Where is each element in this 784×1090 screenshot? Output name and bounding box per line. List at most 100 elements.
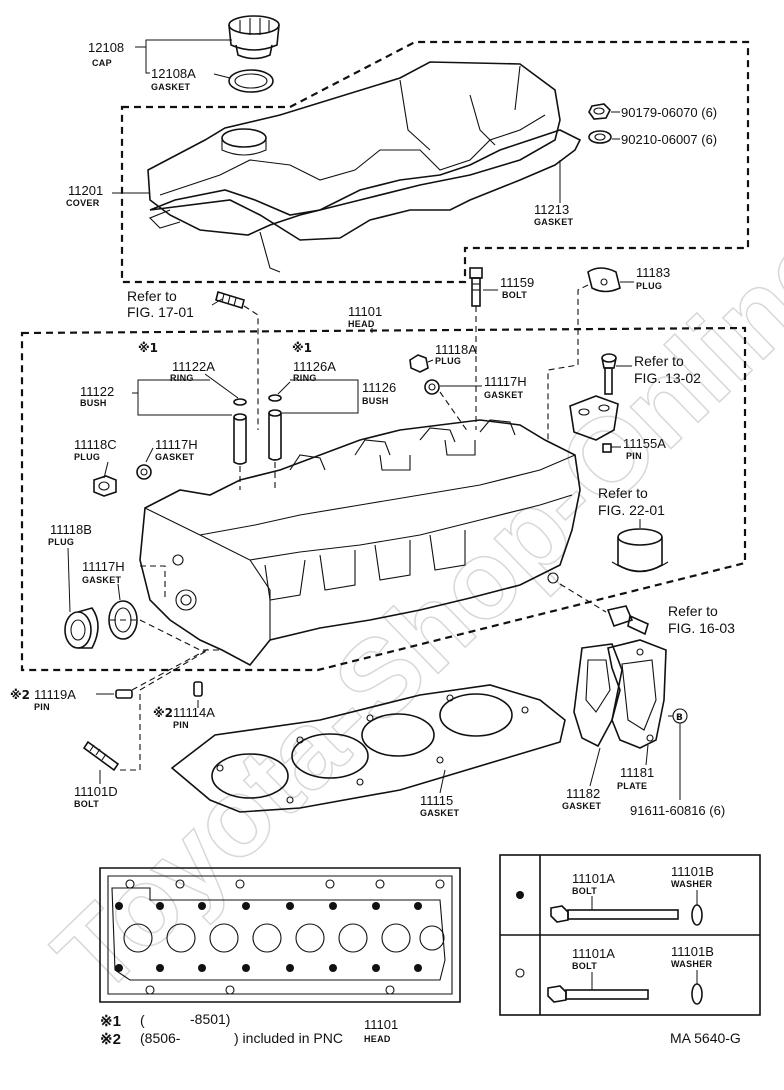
stud-bolt[interactable] bbox=[215, 290, 245, 310]
svg-text:PLUG: PLUG bbox=[74, 452, 100, 462]
svg-text:CAP: CAP bbox=[92, 58, 112, 68]
temp-sender[interactable] bbox=[606, 605, 649, 636]
bush-11126-shape[interactable] bbox=[268, 409, 282, 461]
svg-text:HEAD: HEAD bbox=[364, 1034, 391, 1044]
svg-text:GASKET: GASKET bbox=[155, 452, 195, 462]
svg-text:FIG. 17-01: FIG. 17-01 bbox=[127, 304, 194, 320]
cap-gasket-label: 12108A GASKET bbox=[151, 66, 231, 92]
svg-text:WASHER: WASHER bbox=[671, 959, 713, 969]
svg-text:FIG. 16-03: FIG. 16-03 bbox=[668, 620, 735, 636]
ring-11126a-shape[interactable] bbox=[268, 394, 282, 402]
plug-11118b-shape[interactable] bbox=[64, 607, 99, 649]
gasket-11182-shape[interactable] bbox=[573, 643, 623, 748]
svg-text:BOLT: BOLT bbox=[502, 290, 527, 300]
svg-text:11126A: 11126A bbox=[293, 359, 336, 374]
svg-text:11101A: 11101A bbox=[572, 871, 615, 886]
pin-11114a-label: 11114A PIN bbox=[173, 700, 215, 730]
pin-11155a-label: 11155A PIN bbox=[611, 436, 666, 461]
ring-11122a-shape[interactable] bbox=[233, 398, 247, 406]
plug-11118c-shape[interactable] bbox=[93, 475, 117, 497]
cover-seal-washer[interactable] bbox=[588, 130, 612, 144]
gasket-c-leader bbox=[140, 565, 166, 600]
svg-text:11101B: 11101B bbox=[671, 864, 714, 879]
ref-fig-22-01[interactable]: Refer to FIG. 22-01 bbox=[598, 485, 665, 528]
bolt-table bbox=[499, 854, 761, 1016]
head-group-outline bbox=[20, 326, 747, 672]
svg-text:※2: ※2 bbox=[100, 1031, 121, 1048]
svg-text:11118A: 11118A bbox=[435, 342, 477, 357]
svg-text:(: ( bbox=[140, 1012, 145, 1028]
svg-text:11182: 11182 bbox=[566, 786, 600, 801]
table-row-2: 11101A BOLT 11101B WASHER bbox=[547, 944, 714, 1005]
head-gasket-label: 11115 GASKET bbox=[420, 769, 459, 818]
cylinder-head[interactable] bbox=[139, 419, 581, 667]
bolt-11101d-shape[interactable] bbox=[82, 740, 120, 772]
svg-text:BOLT: BOLT bbox=[572, 961, 597, 971]
svg-text:11155A: 11155A bbox=[623, 436, 666, 451]
svg-text:11101B: 11101B bbox=[671, 944, 714, 959]
nut-label: 90179-06070 (6) bbox=[611, 105, 717, 120]
svg-text:PLUG: PLUG bbox=[435, 356, 461, 366]
bush-11122-label: 11122 BUSH bbox=[80, 379, 232, 416]
ring-11126a-label: 11126A RING bbox=[277, 359, 336, 395]
svg-text:) included in PNC: ) included in PNC bbox=[234, 1030, 343, 1046]
svg-text:PLUG: PLUG bbox=[48, 537, 74, 547]
cover-nut[interactable] bbox=[588, 103, 611, 120]
cap-gasket-ring[interactable] bbox=[228, 69, 274, 93]
svg-text:-8501): -8501) bbox=[190, 1011, 230, 1027]
svg-text:11117H: 11117H bbox=[82, 559, 125, 574]
pin-11114a-shape[interactable] bbox=[193, 681, 203, 697]
svg-text:12108A: 12108A bbox=[151, 66, 196, 81]
plug-11118a-shape[interactable] bbox=[409, 354, 429, 373]
svg-text:11101A: 11101A bbox=[572, 946, 615, 961]
plug-11183-shape[interactable] bbox=[587, 267, 621, 293]
svg-text:11114A: 11114A bbox=[173, 705, 215, 720]
plate-11181-shape[interactable] bbox=[607, 639, 667, 749]
svg-text:BUSH: BUSH bbox=[362, 396, 389, 406]
stud-leader bbox=[243, 305, 259, 430]
ref-fig-17-01[interactable]: Refer to FIG. 17-01 bbox=[127, 288, 223, 320]
bush-11122-shape[interactable] bbox=[233, 413, 247, 465]
gasket-11117h-b-shape[interactable] bbox=[136, 464, 152, 480]
plug-11118a-leader bbox=[439, 391, 469, 433]
water-outlet[interactable] bbox=[611, 528, 669, 573]
bracket[interactable] bbox=[569, 395, 619, 441]
svg-text:RING: RING bbox=[293, 373, 317, 383]
head-label: 11101 HEAD bbox=[348, 304, 382, 333]
bracket-bolt[interactable] bbox=[601, 353, 617, 395]
footnotes: ※1 ( -8501) ※2 (8506- ) included in PNC … bbox=[100, 1011, 398, 1048]
cover-gasket[interactable] bbox=[149, 129, 582, 241]
marker-1-left: ※1 bbox=[138, 341, 158, 355]
bush-11126-label: 11126 BUSH bbox=[282, 379, 396, 414]
svg-text:RING: RING bbox=[170, 373, 194, 383]
head-gasket-shape[interactable] bbox=[170, 684, 566, 813]
cylinder-head-cover[interactable] bbox=[147, 61, 561, 273]
svg-text:Refer to: Refer to bbox=[668, 603, 718, 619]
svg-text:11101D: 11101D bbox=[74, 784, 118, 799]
bolt-91611-label: 91611-60816 (6) bbox=[630, 803, 725, 818]
ref-fig-16-03[interactable]: Refer to FIG. 16-03 bbox=[668, 603, 735, 636]
svg-text:11213: 11213 bbox=[534, 202, 569, 217]
ref-fig-13-02[interactable]: Refer to FIG. 13-02 bbox=[616, 353, 701, 386]
seal-washer-label: 90210-06007 (6) bbox=[612, 132, 717, 147]
figure-code: MA 5640-G bbox=[670, 1030, 741, 1046]
pin-11119a-shape[interactable] bbox=[115, 689, 133, 699]
ring-11122a-label: 11122A RING bbox=[170, 359, 239, 399]
bolt-11101d-label: 11101D BOLT bbox=[74, 770, 118, 809]
svg-text:※1: ※1 bbox=[138, 341, 158, 355]
svg-text:11119A: 11119A bbox=[34, 687, 76, 702]
svg-text:PIN: PIN bbox=[34, 702, 50, 712]
svg-text:GASKET: GASKET bbox=[151, 82, 191, 92]
svg-text:Refer to: Refer to bbox=[598, 485, 648, 501]
svg-text:GASKET: GASKET bbox=[534, 217, 574, 227]
oil-filler-cap[interactable] bbox=[228, 15, 280, 60]
gasket-top-view bbox=[99, 867, 461, 1003]
plug-11183-label: 11183 PLUG bbox=[620, 265, 670, 291]
bolt-11159-shape[interactable] bbox=[469, 267, 483, 307]
pin-11155a-shape[interactable] bbox=[602, 443, 612, 453]
gasket-11117h-a-shape[interactable] bbox=[424, 379, 440, 395]
svg-text:11181: 11181 bbox=[620, 765, 654, 780]
svg-text:PIN: PIN bbox=[173, 720, 189, 730]
pin-11119a-leader bbox=[131, 647, 211, 691]
